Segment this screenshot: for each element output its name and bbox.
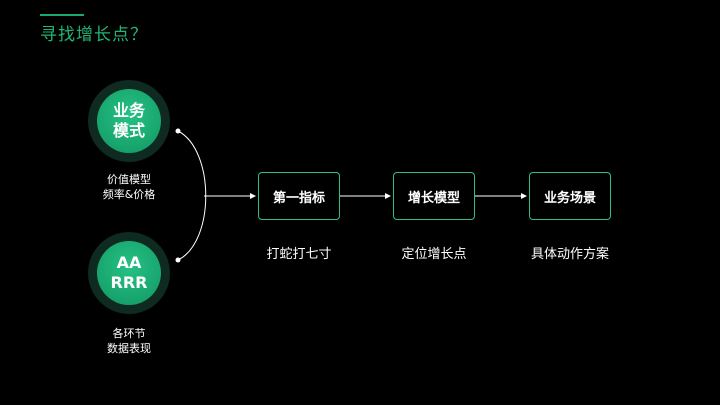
step-box-business-scenario: 业务场景	[529, 172, 611, 220]
step-caption-growth-model: 定位增长点	[401, 247, 467, 262]
aarrr-circle-label: AA RRR	[97, 241, 161, 305]
title-accent-bar	[40, 14, 84, 16]
step-caption-business-scenario: 具体动作方案	[530, 247, 609, 262]
business-model-caption: 价值模型 频率&价格	[102, 173, 156, 201]
bracket-dot-bottom	[175, 257, 181, 263]
bracket-dot-top	[175, 128, 181, 134]
business-model-circle-label: 业务 模式	[97, 89, 161, 153]
aarrr-circle: AA RRR	[88, 232, 170, 314]
aarrr-caption: 各环节 数据表现	[107, 327, 151, 355]
page-title: 寻找增长点？	[40, 25, 148, 45]
business-model-circle: 业务 模式	[88, 80, 170, 162]
step-box-growth-model: 增长模型	[393, 172, 475, 220]
step-caption-first-metric: 打蛇打七寸	[266, 247, 332, 262]
step-box-first-metric: 第一指标	[258, 172, 340, 220]
